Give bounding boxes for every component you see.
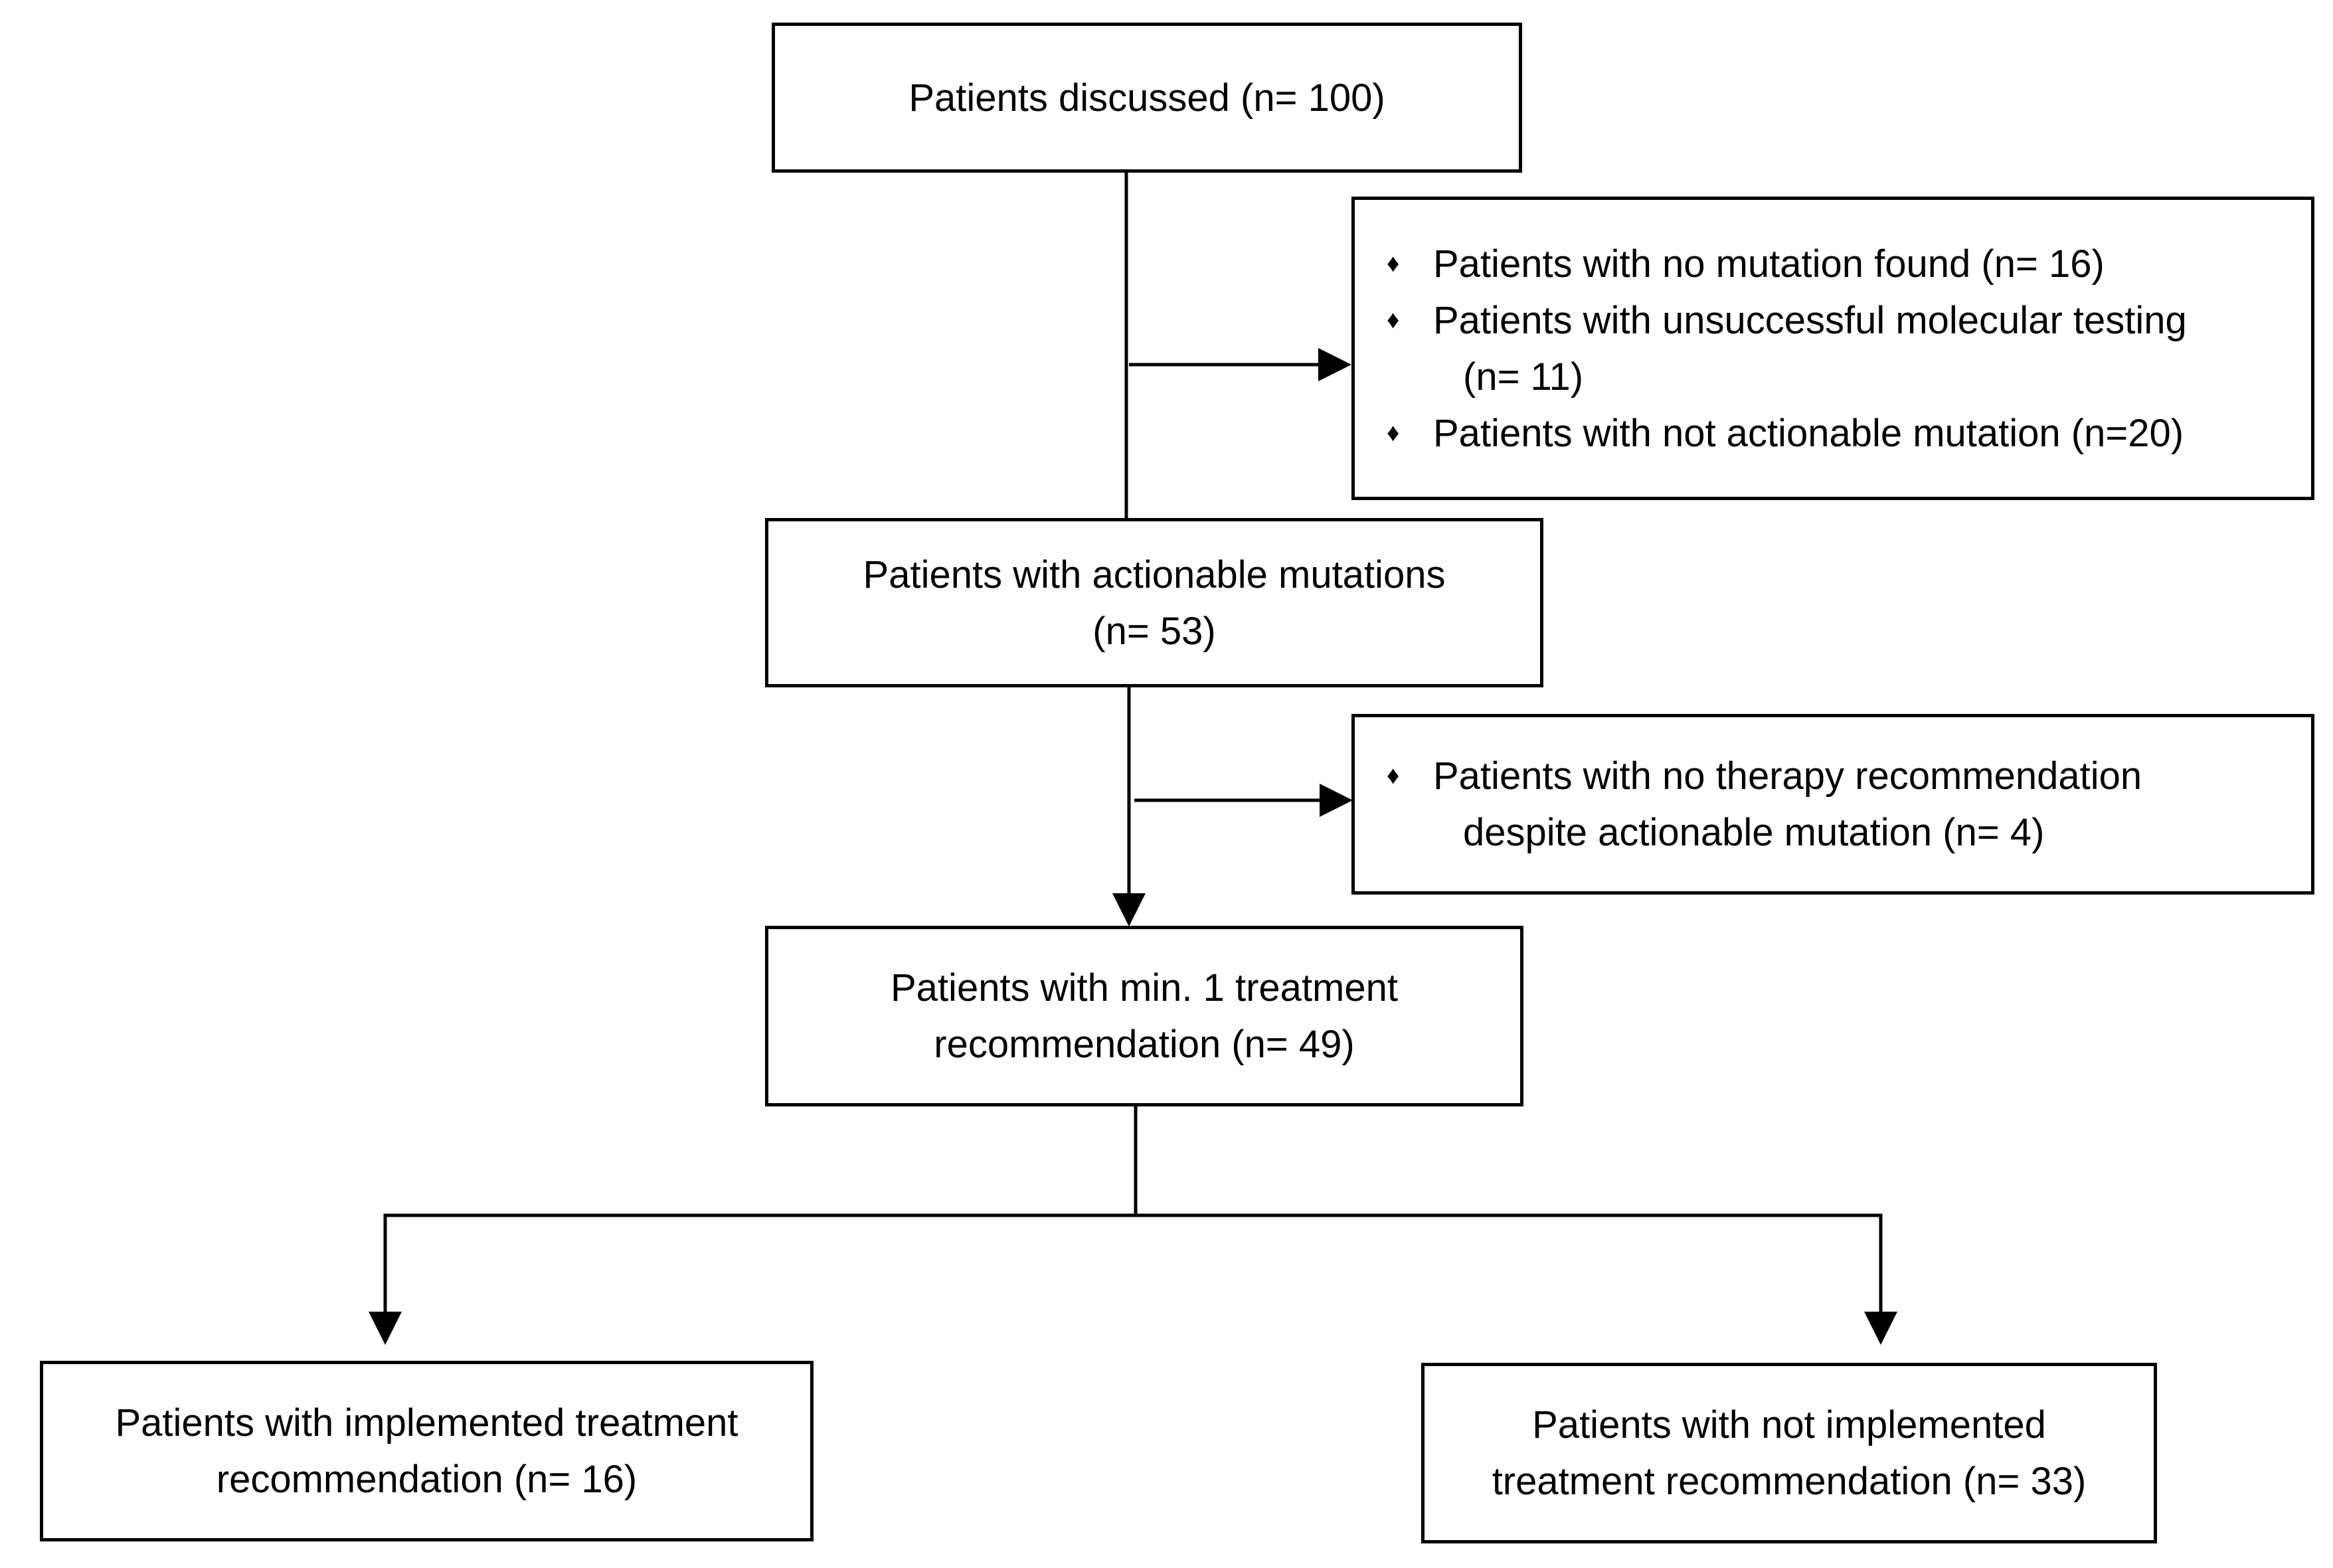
- list-item-text: Patients with no mutation found (n= 16): [1433, 242, 2105, 286]
- diamond-bullet-icon: ♦: [1387, 249, 1400, 278]
- exclusion-box-2: ♦ Patients with no therapy recommendatio…: [1351, 714, 2314, 895]
- diamond-bullet-icon: ♦: [1387, 305, 1400, 334]
- list-item: ♦ Patients with no therapy recommendatio…: [1387, 748, 2142, 804]
- list-item-text: Patients with no therapy recommendation: [1433, 754, 2142, 798]
- list-item-continuation: despite actionable mutation (n= 4): [1463, 811, 2045, 854]
- patients-discussed-box: Patients discussed (n= 100): [772, 23, 1522, 173]
- box-text-line: treatment recommendation (n= 33): [1492, 1460, 2087, 1503]
- box-text-line: Patients with not implemented: [1532, 1403, 2046, 1446]
- exclusion-box-1: ♦ Patients with no mutation found (n= 16…: [1351, 197, 2314, 500]
- box-text-line: Patients with actionable mutations: [863, 553, 1446, 596]
- diamond-bullet-icon: ♦: [1387, 762, 1400, 790]
- box-text-line: Patients discussed (n= 100): [908, 76, 1385, 120]
- box-text-line: recommendation (n= 49): [934, 1023, 1355, 1066]
- branch-connector: [383, 1213, 1883, 1342]
- list-item-text: Patients with not actionable mutation (n…: [1433, 411, 2184, 455]
- box-text-line: recommendation (n= 16): [216, 1458, 638, 1501]
- actionable-mutations-box: Patients with actionable mutations (n= 5…: [765, 518, 1543, 687]
- implemented-box: Patients with implemented treatment reco…: [40, 1361, 814, 1541]
- diamond-bullet-icon: ♦: [1387, 418, 1400, 447]
- not-implemented-box: Patients with not implemented treatment …: [1421, 1363, 2157, 1543]
- treatment-recommendation-box: Patients with min. 1 treatment recommend…: [765, 926, 1523, 1106]
- list-item: ♦ Patients with not actionable mutation …: [1387, 405, 2184, 462]
- box-text-line: (n= 53): [1092, 609, 1216, 653]
- list-item: ♦ Patients with no mutation found (n= 16…: [1387, 236, 2105, 292]
- list-item-text: Patients with unsuccessful molecular tes…: [1433, 298, 2187, 342]
- list-item-continuation: (n= 11): [1463, 355, 1584, 398]
- list-item: ♦ Patients with unsuccessful molecular t…: [1387, 292, 2187, 349]
- box-text-line: Patients with implemented treatment: [115, 1401, 738, 1444]
- box-text-line: Patients with min. 1 treatment: [891, 966, 1398, 1009]
